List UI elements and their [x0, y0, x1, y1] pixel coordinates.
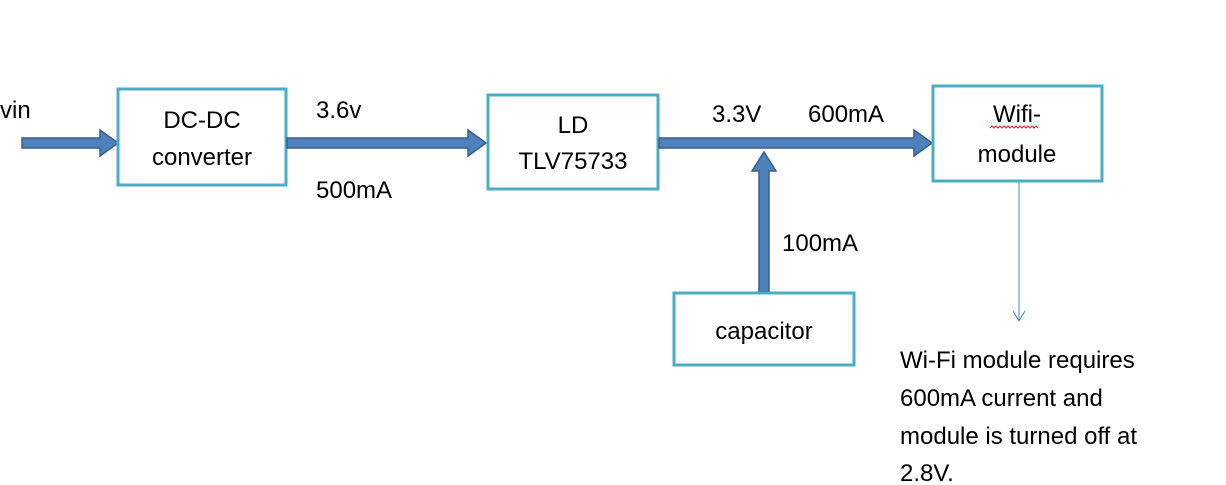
note-connector-arrow [1012, 182, 1026, 322]
vin-label: vin [0, 97, 31, 124]
wifi-block-line1: Wifi- [993, 101, 1041, 128]
wifi-current-label: 600mA [808, 101, 884, 128]
ldo-block: LD TLV75733 [486, 93, 660, 191]
capacitor-current-label: 100mA [782, 230, 858, 257]
note-line-3: module is turned off at [900, 423, 1137, 450]
input-arrow [21, 128, 120, 158]
dcdc-block-line2: converter [152, 144, 252, 171]
dcdc-converter-block: DC-DC converter [116, 87, 288, 187]
capacitor-to-line-arrow [750, 150, 778, 293]
note-line-1: Wi-Fi module requires [900, 347, 1135, 374]
note-line-4: 2.8V. [900, 460, 954, 485]
ldo-to-wifi-arrow [658, 128, 934, 158]
dcdc-to-ldo-arrow [286, 128, 488, 158]
dcdc-output-current-label: 500mA [316, 177, 392, 204]
note-line-2: 600mA current and [900, 385, 1103, 412]
wifi-module-block: Wifi- module [931, 84, 1104, 183]
spellcheck-underline [989, 125, 1039, 129]
wifi-note: Wi-Fi module requires 600mA current and … [900, 347, 1137, 485]
ldo-block-line2: TLV75733 [519, 148, 628, 175]
dcdc-block-line1: DC-DC [163, 107, 240, 134]
capacitor-block-label: capacitor [715, 318, 812, 345]
ldo-output-voltage-label: 3.3V [712, 101, 761, 128]
dcdc-output-voltage-label: 3.6v [316, 97, 361, 124]
capacitor-block: capacitor [672, 291, 856, 367]
wifi-block-line2: module [978, 141, 1057, 168]
ldo-block-line1: LD [558, 112, 589, 139]
